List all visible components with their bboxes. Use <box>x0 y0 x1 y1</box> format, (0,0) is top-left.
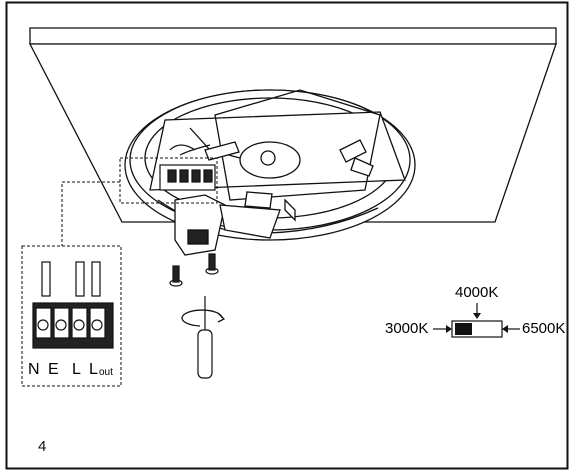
cct-label-4000k: 4000K <box>455 284 498 301</box>
terminal-label-n: N <box>28 361 40 378</box>
terminal-label-l: L <box>72 361 81 378</box>
rotate-arrow-icon <box>181 309 226 327</box>
terminal-label-lout-sub: out <box>99 367 113 378</box>
screw-icon <box>205 253 219 275</box>
page-number: 4 <box>38 438 47 455</box>
connector-block <box>159 144 216 191</box>
cct-switch: 4000K 3000K 6500K <box>385 284 565 338</box>
cct-label-6500k: 6500K <box>522 320 565 337</box>
terminal-label-e: E <box>48 361 59 378</box>
page-border <box>5 1 569 470</box>
cct-label-3000k: 3000K <box>385 320 428 337</box>
cct-switch-knob <box>455 323 472 335</box>
hanging-bracket <box>174 194 281 256</box>
screwdriver-icon <box>197 296 213 379</box>
terminal-label-lout: L <box>89 361 98 378</box>
screw-icon <box>169 265 183 287</box>
callout-lines <box>61 157 218 246</box>
terminal-detail: N E L L out <box>21 245 122 387</box>
